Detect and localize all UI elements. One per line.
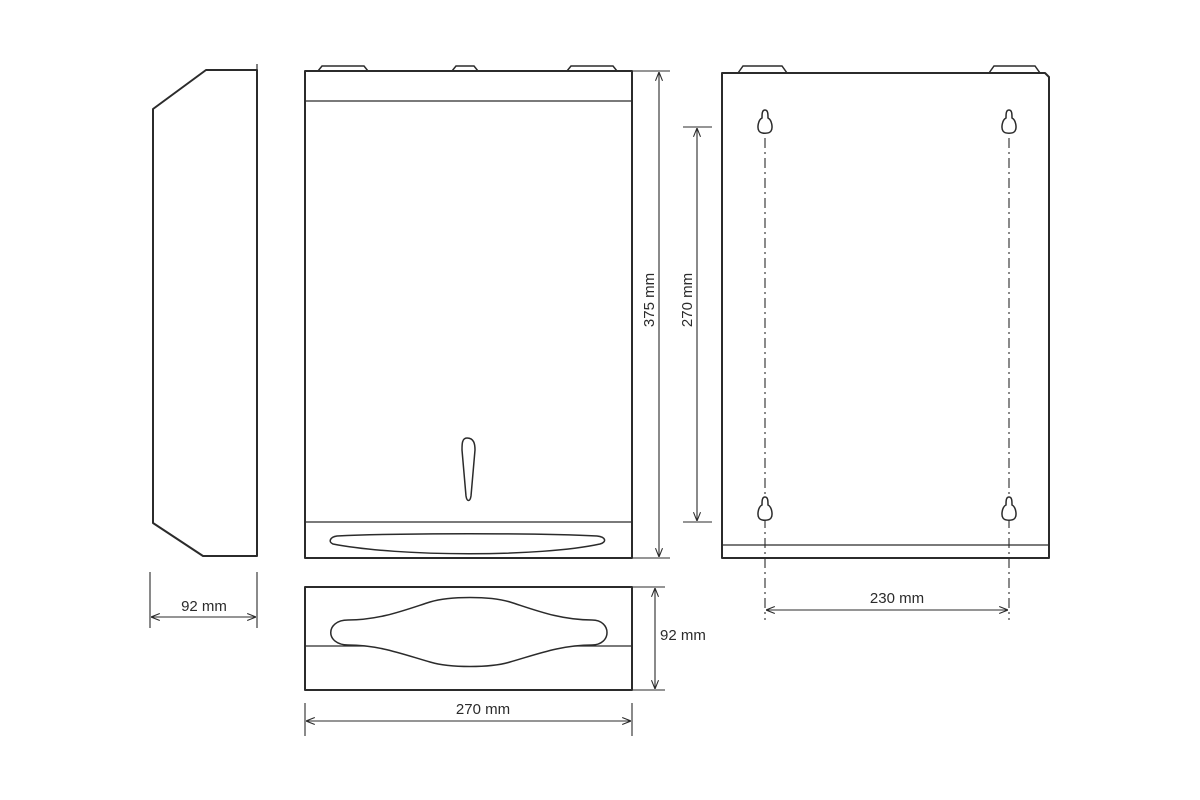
back-mount-width-dimension: 230 mm <box>766 590 1008 610</box>
bottom-view <box>304 586 633 691</box>
side-view-outline <box>152 69 258 557</box>
bottom-depth-label: 92 mm <box>660 627 706 644</box>
keyhole-top-left-icon <box>757 109 773 134</box>
front-height-dimension: 375 mm <box>632 70 670 559</box>
back-view <box>721 65 1050 620</box>
side-depth-dimension: 92 mm <box>149 572 258 628</box>
bottom-width-dimension: 270 mm <box>304 701 633 736</box>
back-top-tab-right <box>987 65 1042 74</box>
keyhole-bottom-left-icon <box>757 496 773 521</box>
back-top-tab-left <box>736 65 789 74</box>
bottom-depth-dimension: 92 mm <box>632 586 706 691</box>
front-dispensing-slot <box>329 533 606 555</box>
front-view <box>304 65 633 559</box>
keyhole-top-right-icon <box>1001 109 1017 134</box>
bottom-width-label: 270 mm <box>456 701 510 718</box>
side-depth-label: 92 mm <box>181 598 227 615</box>
back-mount-height-label: 270 mm <box>679 273 696 327</box>
back-mount-width-label: 230 mm <box>870 590 924 607</box>
bottom-dispensing-opening <box>330 596 608 668</box>
side-view <box>152 64 258 557</box>
keyhole-bottom-right-icon <box>1001 496 1017 521</box>
front-viewing-window <box>461 437 476 502</box>
back-view-body <box>721 72 1050 559</box>
back-mount-height-dimension: 270 mm <box>679 126 712 523</box>
front-height-label: 375 mm <box>641 273 658 327</box>
